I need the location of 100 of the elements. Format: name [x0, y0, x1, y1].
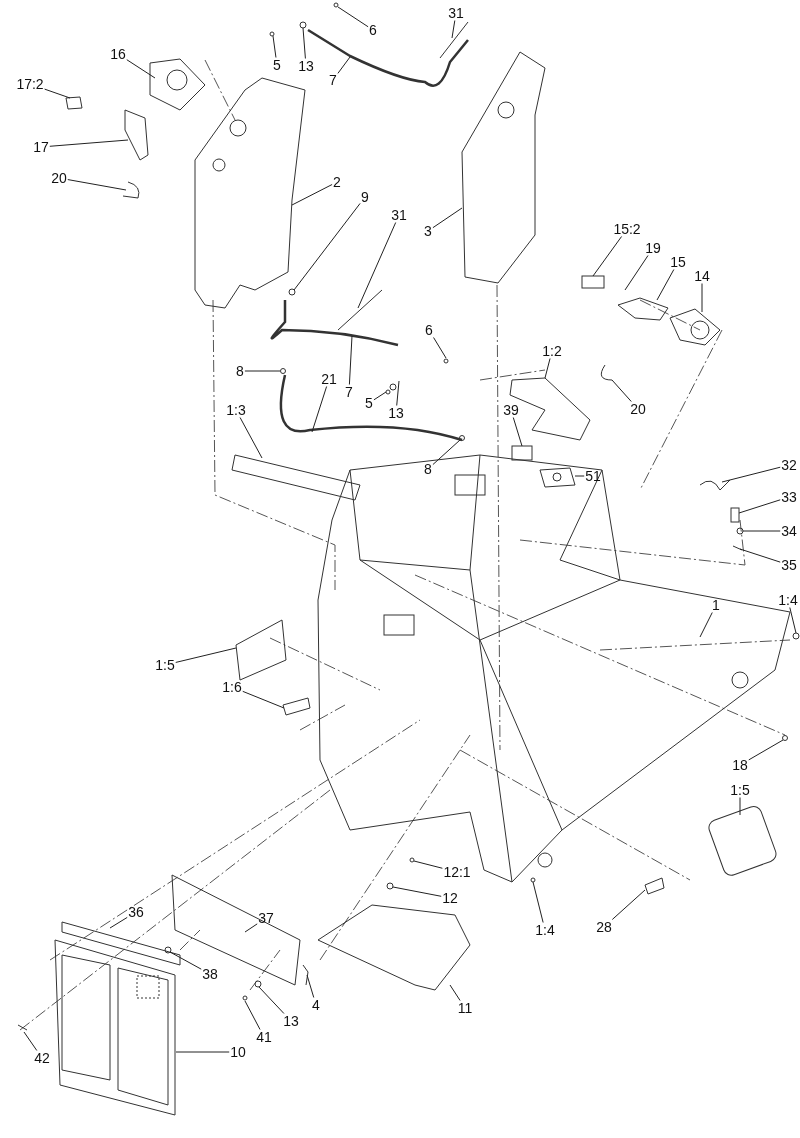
leader-line [432, 207, 463, 229]
leader-line [169, 951, 202, 970]
callout-number: 20 [50, 170, 68, 186]
leader-line [611, 889, 646, 920]
callout-number: 11 [456, 1000, 474, 1016]
callout-number: 1:6 [221, 679, 243, 695]
leader-line [126, 59, 156, 79]
callout-number: 1:2 [541, 343, 563, 359]
leader-line [306, 974, 315, 998]
leader-line [293, 202, 361, 291]
leader-line [449, 984, 461, 1001]
leader-line [357, 222, 397, 309]
callout-number: 5 [272, 57, 282, 73]
leader-line [44, 88, 71, 99]
leader-line [23, 1031, 38, 1051]
leader-line [244, 370, 281, 372]
callout-number: 9 [360, 189, 370, 205]
callout-number: 17:2 [15, 76, 45, 92]
callout-number: 41 [255, 1029, 273, 1045]
callout-number: 14 [693, 268, 711, 284]
leader-line [701, 283, 703, 313]
leader-line [396, 380, 400, 406]
callout-number: 8 [235, 363, 245, 379]
callout-number: 10 [229, 1044, 247, 1060]
leader-line [432, 439, 461, 466]
callout-number: 33 [780, 489, 798, 505]
leader-line [574, 475, 585, 477]
callout-number: 15 [669, 254, 687, 270]
leader-line [49, 139, 129, 147]
callout-number: 1:4 [777, 592, 799, 608]
leader-line [721, 466, 781, 483]
callout-number: 8 [423, 461, 433, 477]
callout-number: 7 [344, 384, 354, 400]
leader-line [311, 386, 328, 433]
leader-line [742, 530, 781, 532]
leader-line [624, 255, 649, 291]
leader-line [348, 335, 353, 385]
callout-number: 3 [423, 223, 433, 239]
leader-line [272, 35, 277, 58]
callout-number: 6 [368, 22, 378, 38]
callout-number: 4 [311, 997, 321, 1013]
leader-line [656, 269, 675, 301]
leader-line [109, 916, 128, 929]
leader-line [699, 612, 713, 638]
leader-line [738, 499, 781, 514]
leader-line [244, 923, 258, 933]
callout-number: 39 [502, 402, 520, 418]
leader-line [512, 417, 523, 447]
callout-number: 16 [109, 46, 127, 62]
callout-number: 51 [584, 468, 602, 484]
callout-number: 17 [32, 139, 50, 155]
leader-line [592, 236, 623, 277]
callout-number: 31 [447, 5, 465, 21]
callout-number: 31 [390, 207, 408, 223]
callout-number: 12:1 [442, 864, 472, 880]
callout-number: 6 [424, 322, 434, 338]
callout-number: 1:5 [154, 657, 176, 673]
callout-number: 35 [780, 557, 798, 573]
leader-line [739, 797, 741, 816]
leader-line [175, 647, 237, 663]
callout-number: 15:2 [612, 221, 642, 237]
leader-line [175, 1051, 230, 1053]
leader-line [302, 27, 306, 59]
callout-number: 38 [201, 966, 219, 982]
leader-line [748, 739, 784, 761]
callout-number: 13 [387, 405, 405, 421]
callout-number: 18 [731, 757, 749, 773]
callout-number: 1 [711, 597, 721, 613]
leader-line [451, 20, 456, 39]
leader-line [532, 881, 544, 923]
leader-line [392, 886, 442, 897]
leader-line [337, 56, 351, 74]
callout-number: 20 [629, 401, 647, 417]
callout-number: 7 [328, 72, 338, 88]
leader-line [739, 548, 781, 563]
leader-line [244, 1000, 261, 1030]
leader-line [433, 337, 447, 359]
callout-number: 5 [364, 395, 374, 411]
callout-number: 37 [257, 910, 275, 926]
callout-number: 28 [595, 919, 613, 935]
callout-number: 36 [127, 904, 145, 920]
leader-line [373, 391, 387, 401]
leader-line [789, 607, 797, 634]
callout-number: 19 [644, 240, 662, 256]
callout-number: 21 [320, 371, 338, 387]
leader-line [611, 379, 632, 402]
callout-number: 12 [441, 890, 459, 906]
leader-line [67, 179, 127, 191]
leader-line [337, 6, 369, 28]
leader-line [239, 417, 263, 459]
leader-line [258, 986, 285, 1014]
leader-line [413, 860, 443, 869]
callout-number: 2 [332, 174, 342, 190]
callout-number: 42 [33, 1050, 51, 1066]
callout-number: 13 [297, 58, 315, 74]
callout-number: 1:4 [534, 922, 556, 938]
callout-number: 34 [780, 523, 798, 539]
leader-line [544, 358, 551, 379]
callout-number: 1:3 [225, 402, 247, 418]
leader-line [242, 690, 285, 709]
